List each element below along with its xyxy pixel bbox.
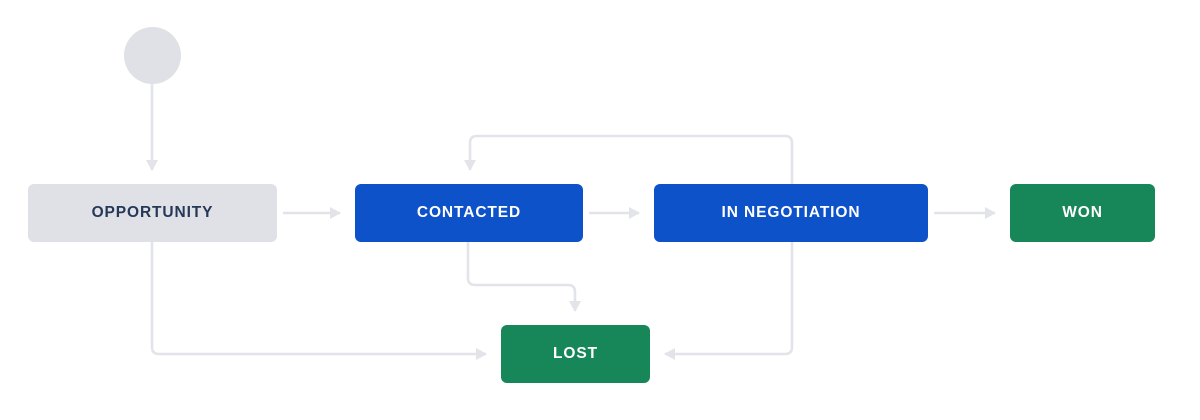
node-contacted[interactable]: CONTACTED [355,184,583,242]
node-start-circle[interactable] [124,27,181,84]
node-opportunity[interactable]: OPPORTUNITY [28,184,277,242]
node-lost-label: LOST [553,345,598,363]
connector-negotiation-to-contacted [464,134,794,184]
node-won[interactable]: WON [1010,184,1155,242]
node-opportunity-label: OPPORTUNITY [91,204,214,222]
connector-negotiation-to-lost [664,242,794,360]
node-in-negotiation-label: IN NEGOTIATION [721,204,861,222]
node-in-negotiation[interactable]: IN NEGOTIATION [654,184,928,242]
node-lost[interactable]: LOST [501,325,650,383]
connector-contacted-to-lost [466,242,581,312]
node-won-label: WON [1062,204,1103,222]
node-contacted-label: CONTACTED [416,204,522,222]
connector-opportunity-to-lost [150,242,487,360]
